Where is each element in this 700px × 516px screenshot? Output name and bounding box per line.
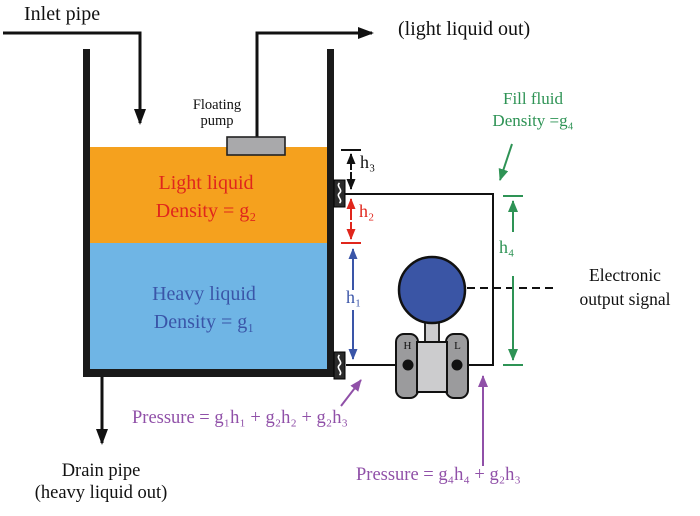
tank-bottom: [83, 369, 334, 377]
light-liquid-layer: [90, 147, 327, 243]
high-side-pressure-formula: Pressure = g₁h₁ + g₂h₂ + g₂h₃: [132, 408, 348, 428]
fill-fluid-pointer-arrow: [498, 143, 513, 181]
h3-dimension-label: h₃: [360, 152, 376, 172]
fill-fluid-label-line1: Fill fluid: [503, 89, 563, 108]
electronic-output-line1: Electronic: [589, 265, 661, 285]
drain-pipe-label-line1: Drain pipe: [61, 461, 141, 481]
light-out-pipe: [255, 27, 374, 140]
low-side-pressure-formula: Pressure = g₄h₄ + g₂h₃: [356, 465, 521, 485]
low-port-dot: [451, 359, 463, 371]
inlet-pipe: [3, 31, 146, 125]
floating-pump-label: Floating pump: [176, 97, 258, 129]
tank-left-wall: [83, 49, 90, 377]
h4-dimension-label: h₄: [499, 237, 515, 257]
electronic-output-line2: output signal: [579, 289, 671, 309]
h1-dimension-label: h₁: [346, 287, 362, 307]
floating-pump: [226, 136, 286, 156]
transmitter-head: [397, 255, 467, 325]
fill-fluid-label: Fill fluid Density =g₄: [458, 88, 608, 132]
heavy-liquid-label: Heavy liquid Density = g₁: [118, 280, 290, 336]
light-liquid-out-label: (light liquid out): [398, 18, 531, 40]
floating-pump-label-line1: Floating: [192, 97, 242, 113]
heavy-liquid-name: Heavy liquid: [152, 283, 256, 305]
floating-pump-label-line2: pump: [200, 113, 234, 129]
upper-tap-seal-icon: [337, 182, 342, 204]
fill-fluid-label-line2: Density =g₄: [492, 111, 574, 130]
h2-dimension-label: h₂: [359, 201, 375, 221]
light-liquid-name: Light liquid: [158, 172, 254, 194]
high-port-label: H: [403, 340, 412, 352]
low-port-label: L: [454, 340, 461, 352]
light-liquid-label: Light liquid Density = g₂: [120, 169, 292, 225]
inlet-pipe-label: Inlet pipe: [24, 3, 101, 25]
drain-pipe-label-line2: (heavy liquid out): [34, 483, 168, 503]
high-side-pointer-arrow: [340, 379, 362, 407]
heavy-liquid-layer: [90, 243, 327, 369]
heavy-liquid-density: Density = g₁: [153, 311, 255, 333]
electronic-output-label: Electronic output signal: [550, 263, 700, 311]
light-liquid-density: Density = g₂: [155, 200, 257, 222]
high-port-dot: [402, 359, 414, 371]
lower-tap-seal-icon: [337, 354, 342, 376]
drain-pipe-label: Drain pipe (heavy liquid out): [6, 460, 196, 504]
transmitter-body: [416, 341, 448, 393]
capillary-line-low-side: [345, 193, 494, 366]
tank-right-wall: [327, 49, 334, 377]
